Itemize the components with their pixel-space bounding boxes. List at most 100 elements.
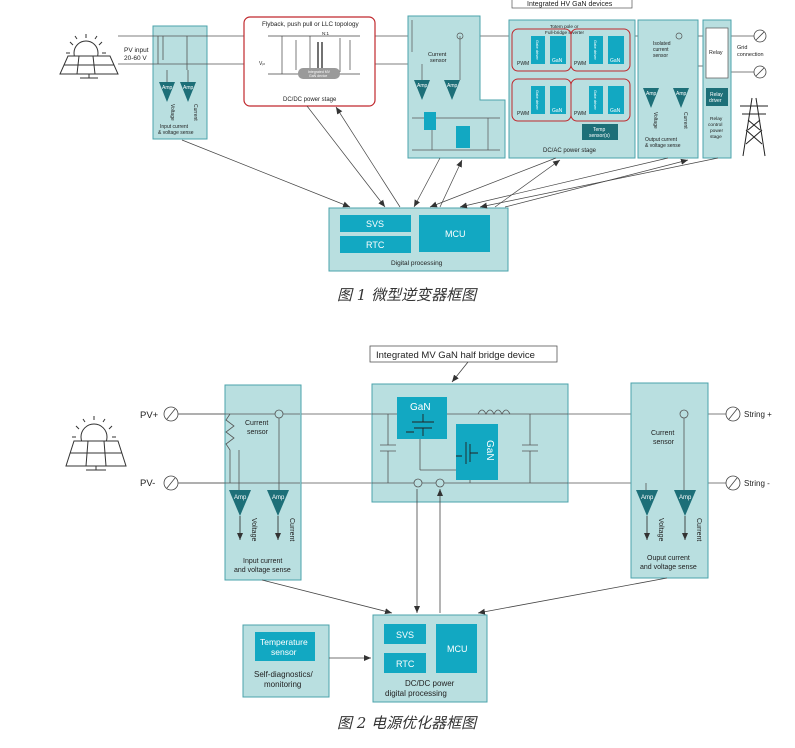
svg-text:MCU: MCU: [445, 229, 466, 239]
pv-minus-label: PV-: [140, 478, 155, 489]
output-sense-block-2: [630, 382, 709, 579]
svg-text:Current: Current: [428, 52, 447, 58]
relay-box: [705, 27, 729, 79]
input-sense-label-1: Input current: [160, 124, 189, 130]
sensor-gan-b: [456, 126, 470, 148]
output-amp-voltage-2: Amp: [636, 490, 658, 516]
svg-text:and voltage sense: and voltage sense: [640, 564, 697, 571]
pv-terminals: [163, 406, 179, 491]
svg-text:GaN: GaN: [610, 58, 621, 64]
svs-box-2: [384, 624, 426, 644]
output-amp-current: Amp: [673, 88, 689, 108]
svg-text:power: power: [710, 128, 723, 134]
vin-label: Vᵢₙ: [259, 61, 265, 67]
temp-sensor-box: [582, 124, 618, 140]
svg-text:Current: Current: [245, 420, 268, 427]
svg-text:stage: stage: [710, 134, 722, 140]
svg-text:sensor: sensor: [271, 647, 297, 657]
gan-cell-bottom-right: Gate driver GaN PWM: [570, 78, 631, 122]
integrated-mv-gan-small: [298, 68, 340, 79]
dcdc-stage-label: DC/DC power stage: [283, 97, 337, 103]
svg-text:Current: Current: [651, 430, 674, 437]
input-voltage-text: Voltage: [169, 104, 175, 121]
svg-text:sensor: sensor: [247, 429, 269, 436]
svg-text:Gate driver: Gate driver: [535, 90, 540, 110]
svg-text:Relay: Relay: [710, 116, 723, 122]
string-plus-label: String +: [744, 410, 772, 419]
string-minus-label: String -: [744, 479, 770, 488]
fig1-arrows: [181, 105, 719, 209]
dcac-stage-label: DC/AC power stage: [543, 148, 597, 154]
sensor-amp-1: Amp: [414, 80, 430, 100]
svg-text:Ouput current: Ouput current: [647, 555, 690, 562]
integrated-mv-label: Integrated MV GaN half bridge device: [376, 350, 535, 361]
gan-cell-bottom-left: Gate driver GaN PWM: [511, 78, 572, 122]
svg-text:Current: Current: [682, 112, 688, 129]
transmission-tower-icon: [740, 97, 768, 157]
svg-text:Totem pole or: Totem pole or: [550, 24, 579, 29]
svg-text:sensor: sensor: [653, 439, 675, 446]
input-voltage-text-2: Voltage: [250, 518, 257, 541]
svg-text:monitoring: monitoring: [264, 680, 301, 689]
input-amp-current: Amp: [180, 82, 196, 102]
input-amp-current-2: Amp: [267, 490, 289, 516]
output-amp-voltage: Amp: [643, 88, 659, 108]
svg-text:Gate driver: Gate driver: [593, 90, 598, 110]
svg-text:PWM: PWM: [574, 61, 586, 67]
svg-text:Input current: Input current: [243, 558, 282, 565]
output-amp-current-2: Amp: [674, 490, 696, 516]
svg-text:Relay: Relay: [709, 50, 723, 56]
string-terminals: [725, 406, 741, 491]
svg-text:Amp: Amp: [641, 495, 654, 501]
figure-1-caption: 图 1 微型逆变器框图: [337, 286, 478, 304]
input-sense-block-2: [224, 384, 302, 581]
svg-text:Isolated: Isolated: [653, 41, 671, 47]
svg-text:current: current: [653, 47, 669, 53]
svg-text:Amp: Amp: [183, 85, 194, 91]
svg-text:sensor: sensor: [430, 58, 447, 64]
sensor-amp-2: Amp: [444, 80, 460, 100]
integrated-mv-label-box: [369, 345, 558, 363]
rtc-box-2: [384, 653, 426, 673]
pv-input-label: PV input: [124, 47, 149, 54]
svg-text:GaN: GaN: [552, 108, 563, 114]
sensor-gan-a: [424, 112, 436, 130]
figure-2-power-optimizer: Integrated MV GaN half bridge device PV+…: [65, 345, 772, 732]
svg-text:SVS: SVS: [396, 630, 414, 640]
svg-text:Self-diagnostics/: Self-diagnostics/: [254, 670, 313, 679]
svg-text:Digital processing: Digital processing: [391, 260, 443, 267]
gan-cell-top-left: Gate driver GaN PWM: [511, 28, 572, 72]
svg-text:and voltage sense: and voltage sense: [234, 567, 291, 574]
svg-text:GaN device: GaN device: [309, 74, 327, 78]
relay-driver-box: [706, 88, 728, 106]
svg-text:GaN: GaN: [610, 108, 621, 114]
svg-text:driver: driver: [709, 98, 722, 104]
mcu-box-2: [436, 624, 477, 673]
dcdc-topology-box: [243, 16, 376, 107]
svg-text:SVS: SVS: [366, 219, 384, 229]
svg-text:Temp: Temp: [593, 127, 605, 133]
svg-text:sensor: sensor: [653, 53, 668, 59]
input-current-text: Current: [192, 104, 198, 121]
svg-text:GaN: GaN: [410, 402, 431, 413]
grid-terminal-icon: [753, 29, 767, 79]
svg-text:Grid: Grid: [737, 45, 747, 51]
svg-text:Gate driver: Gate driver: [535, 40, 540, 60]
svg-text:DC/DC power: DC/DC power: [405, 679, 455, 688]
svg-text:PWM: PWM: [517, 111, 529, 117]
svg-text:Gate driver: Gate driver: [593, 40, 598, 60]
svg-text:Amp: Amp: [679, 495, 692, 501]
svg-text:digital processing: digital processing: [385, 689, 447, 698]
solar-panel-icon-2: [65, 416, 127, 471]
svg-text:Output current: Output current: [645, 137, 678, 143]
svg-text:Amp: Amp: [646, 91, 657, 97]
topology-label: Flyback, push pull or LLC topology: [262, 21, 359, 28]
svg-text:Voltage: Voltage: [652, 112, 658, 129]
svg-text:Relay: Relay: [710, 92, 723, 98]
mcu-box: [419, 215, 490, 252]
gan-cell-top-right: Gate driver GaN PWM: [570, 28, 631, 72]
fig2-arrows: [261, 489, 668, 661]
svg-text:Amp: Amp: [447, 83, 458, 89]
svg-text:Amp: Amp: [676, 91, 687, 97]
svg-text:Amp: Amp: [272, 495, 285, 501]
